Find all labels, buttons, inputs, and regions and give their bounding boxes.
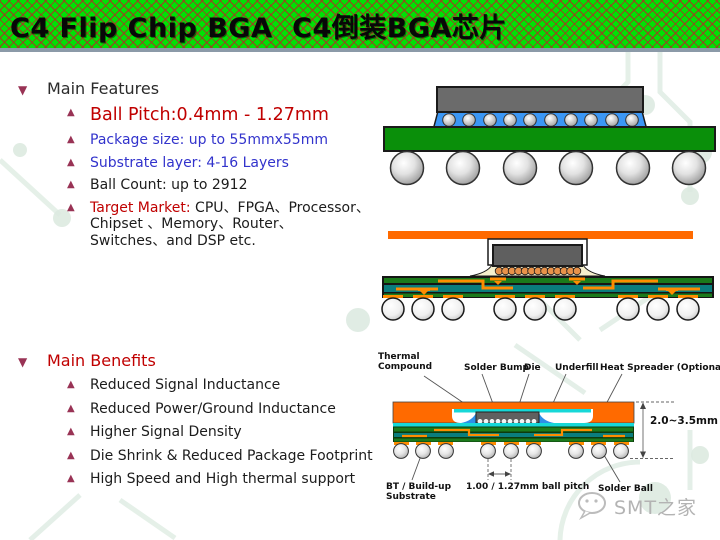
benefit-die-shrink: Die Shrink & Reduced Package Footprint: [90, 447, 373, 464]
benefit-high-speed: High Speed and High thermal support: [90, 471, 356, 487]
heat-spreader-plate: [388, 231, 693, 239]
main-features-header: ▼ Main Features: [18, 79, 370, 98]
main-features-list: ▲ Ball Pitch:0.4mm - 1.27mm ▲ Package si…: [67, 105, 370, 249]
heat-spreader-bga-diagram: [378, 228, 718, 323]
list-item: ▲ High Speed and High thermal support: [67, 471, 378, 488]
ball-pitch-label: 1.00 / 1.27mm ball pitch: [466, 482, 590, 492]
substrate-traces: [402, 428, 625, 438]
heat-spreader-bga-drawing: [381, 231, 714, 321]
triangle-up-icon: ▲: [67, 426, 75, 437]
main-benefits-list: ▲ Reduced Signal Inductance ▲ Reduced Po…: [67, 377, 378, 488]
list-item: ▲ Ball Pitch:0.4mm - 1.27mm: [67, 105, 370, 125]
flip-chip-bga-diagram: [383, 78, 717, 188]
list-item: ▲ Die Shrink & Reduced Package Footprint: [67, 448, 378, 465]
thermal-compound-label: Thermal Compound: [378, 352, 433, 372]
feature-target-market: Target Market: CPU、FPGA、Processor、Chipse…: [90, 200, 370, 250]
main-benefits-title: Main Benefits: [47, 351, 156, 370]
triangle-up-icon: ▲: [67, 156, 75, 168]
triangle-up-icon: ▲: [67, 379, 75, 390]
slide-title: C4 Flip Chip BGA C4倒装BGA芯片: [10, 13, 507, 44]
solder-balls: [393, 443, 629, 459]
die-pads: [418, 277, 678, 295]
triangle-up-icon: ▲: [67, 473, 75, 484]
wechat-icon: [578, 492, 606, 520]
list-item: ▲ Reduced Signal Inductance: [67, 377, 378, 394]
thickness-dimension: [630, 401, 674, 459]
annotated-cross-section-drawing: [392, 373, 674, 483]
list-item: ▲ Substrate layer: 4-16 Layers: [67, 155, 370, 172]
main-features-section: ▼ Main Features ▲ Ball Pitch:0.4mm - 1.2…: [18, 79, 370, 255]
feature-substrate-layer: Substrate layer: 4-16 Layers: [90, 154, 289, 171]
multilayer-substrate: [382, 276, 714, 298]
list-item: ▲ Target Market: CPU、FPGA、Processor、Chip…: [67, 200, 370, 250]
solder-balls: [381, 297, 700, 321]
triangle-up-icon: ▲: [67, 107, 75, 118]
adhesive-layer: [393, 423, 634, 427]
target-market-label: Target Market:: [90, 199, 191, 216]
benefit-signal-density: Higher Signal Density: [90, 424, 242, 440]
substrate-label: BT / Build-up Substrate: [386, 482, 452, 502]
triangle-up-icon: ▲: [67, 179, 75, 190]
list-item: ▲ Package size: up to 55mmx55mm: [67, 132, 370, 149]
solder-bump-label: Solder Bump: [464, 363, 529, 373]
watermark: SMT之家: [576, 491, 697, 521]
substrate-traces: [396, 279, 700, 291]
target-market-value: CPU、FPGA、Processor、Chipset 、Memory、Route…: [90, 199, 370, 249]
solder-balls: [389, 150, 707, 186]
thickness-label: 2.0~3.5mm: [650, 415, 718, 427]
list-item: ▲ Reduced Power/Ground Inductance: [67, 401, 378, 418]
title-banner: C4 Flip Chip BGA C4倒装BGA芯片: [0, 0, 720, 52]
multilayer-substrate: [393, 426, 634, 445]
feature-package-size: Package size: up to 55mmx55mm: [90, 132, 328, 148]
triangle-up-icon: ▲: [67, 402, 75, 414]
triangle-up-icon: ▲: [67, 449, 75, 461]
die-shape: [492, 244, 583, 267]
triangle-up-icon: ▲: [67, 134, 75, 145]
triangle-down-icon: ▼: [18, 355, 28, 369]
ball-pitch-dimension: [487, 459, 512, 480]
die-label: Die: [524, 363, 541, 373]
heat-spreader-label: Heat Spreader (Optional): [600, 363, 720, 373]
substrate-shape: [383, 126, 716, 152]
main-features-title: Main Features: [47, 79, 160, 98]
underfill-label: Underfill: [555, 363, 599, 373]
main-benefits-header: ▼ Main Benefits: [18, 351, 378, 370]
thermal-compound-layer: [454, 409, 591, 413]
main-benefits-section: ▼ Main Benefits ▲ Reduced Signal Inducta…: [18, 351, 378, 495]
benefit-power-ground: Reduced Power/Ground Inductance: [90, 400, 336, 417]
watermark-text: SMT之家: [614, 496, 698, 519]
feature-ball-pitch: Ball Pitch:0.4mm - 1.27mm: [90, 105, 329, 125]
benefit-signal-inductance: Reduced Signal Inductance: [90, 377, 281, 393]
die-shape: [436, 86, 644, 113]
triangle-up-icon: ▲: [67, 201, 75, 213]
solder-ball-label: Solder Ball: [598, 484, 653, 494]
annotated-cross-section-diagram: Thermal Compound Solder Bump Die Underfi…: [372, 350, 720, 510]
flip-chip-bga-drawing: [383, 86, 716, 186]
solder-bumps: [494, 266, 582, 276]
triangle-down-icon: ▼: [18, 83, 28, 97]
ball-pads: [383, 295, 698, 298]
list-item: ▲ Ball Count: up to 2912: [67, 177, 370, 194]
list-item: ▲ Higher Signal Density: [67, 424, 378, 441]
feature-ball-count: Ball Count: up to 2912: [90, 177, 248, 193]
